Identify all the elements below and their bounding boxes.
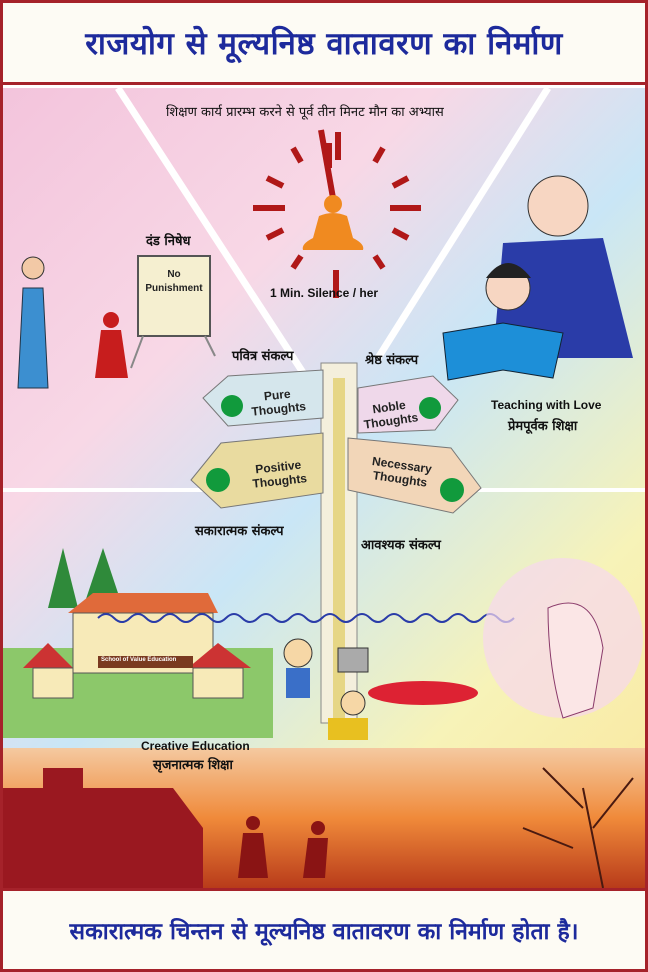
children-playing-icon [283, 638, 478, 740]
sign-necessary-hindi: आवश्यक संकल्प [361, 538, 441, 553]
board-icon [137, 255, 211, 337]
silence-english-label: 1 Min. Silence / her [270, 286, 379, 300]
punishment-board-text: No Punishment [145, 269, 203, 294]
school-sign-text: School of Value Education [101, 657, 177, 663]
love-hindi-label: प्रेमपूर्वक शिक्षा [508, 419, 578, 434]
teacher-icon [17, 256, 49, 389]
child-icon [95, 312, 128, 378]
teacher-child-reading-icon [442, 175, 633, 381]
poster-header: राजयोग से मूल्यनिष्ठ वातावरण का निर्माण [3, 3, 645, 85]
punishment-hindi-label: दंड निषेध [146, 234, 191, 249]
illustration-graphics [3, 88, 645, 888]
divider-line [115, 88, 316, 390]
love-english-label: Teaching with Love [491, 398, 602, 412]
creative-english-label: Creative Education [141, 739, 250, 753]
footer-slogan: सकारात्मक चिन्तन से मूल्यनिष्ठ वातावरण क… [69, 919, 579, 945]
creative-hindi-label: सृजनात्मक शिक्षा [153, 758, 233, 773]
sign-positive-hindi: सकारात्मक संकल्प [195, 524, 284, 539]
sign-noble-hindi: श्रेष्ठ संकल्प [365, 353, 419, 368]
poster-title: राजयोग से मूल्यनिष्ठ वातावरण का निर्माण [85, 25, 563, 62]
running-children-icon [238, 816, 328, 878]
poster-footer: सकारात्मक चिन्तन से मूल्यनिष्ठ वातावरण क… [3, 888, 645, 969]
divider-line [375, 88, 551, 360]
poster-illustration: शिक्षण कार्य प्रारम्भ करने से पूर्व तीन … [3, 88, 645, 888]
sign-pure-hindi: पवित्र संकल्प [232, 349, 294, 364]
meditator-icon [302, 195, 364, 250]
sign-noble [357, 375, 459, 434]
house-silhouette-icon [3, 768, 203, 888]
wave-line [97, 613, 515, 623]
clock-icon [253, 129, 421, 298]
school-icon [3, 548, 273, 738]
silence-hindi-label: शिक्षण कार्य प्रारम्भ करने से पूर्व तीन … [166, 105, 444, 120]
tree-silhouette-icon [522, 767, 634, 888]
